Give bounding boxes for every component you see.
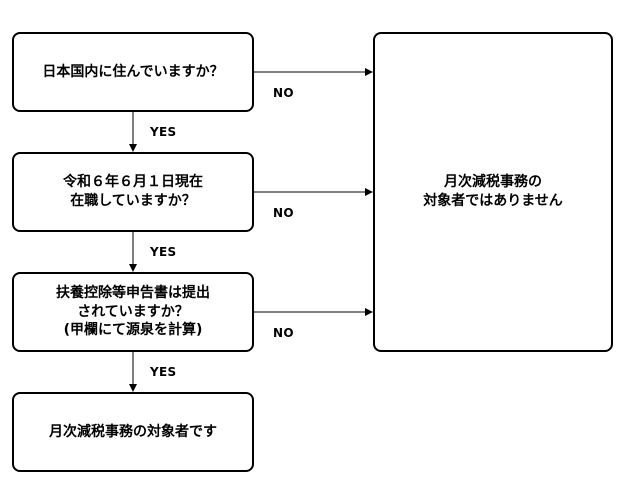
edge-label-q3-yes: YES [150, 365, 177, 379]
question-residence: 日本国内に住んでいますか？ [12, 32, 254, 112]
question-declaration-line: (甲欄にて源泉を計算) [63, 322, 203, 339]
edge-label-q1-yes: YES [150, 125, 177, 139]
result-not-eligible-line: 月次減税事務の [444, 174, 542, 191]
question-employment-line: 令和６年６月１日現在 [63, 174, 203, 191]
edge-label-q2-yes: YES [150, 245, 177, 259]
question-employment: 令和６年６月１日現在 在職していますか？ [12, 152, 254, 232]
result-eligible: 月次減税事務の対象者です [12, 392, 254, 472]
question-declaration-line: 扶養控除等申告書は提出 [56, 284, 210, 301]
edge-label-q3-no: NO [273, 326, 294, 340]
result-not-eligible: 月次減税事務の 対象者ではありません [373, 32, 613, 352]
question-residence-line: 日本国内に住んでいますか？ [42, 63, 224, 80]
question-declaration: 扶養控除等申告書は提出 されていますか？ (甲欄にて源泉を計算) [12, 272, 254, 352]
result-not-eligible-line: 対象者ではありません [423, 193, 563, 209]
question-declaration-line: されていますか？ [77, 303, 189, 320]
edge-label-q2-no: NO [273, 206, 294, 220]
edge-label-q1-no: NO [273, 86, 294, 100]
result-eligible-line: 月次減税事務の対象者です [49, 423, 217, 440]
question-employment-line: 在職していますか？ [70, 193, 196, 209]
